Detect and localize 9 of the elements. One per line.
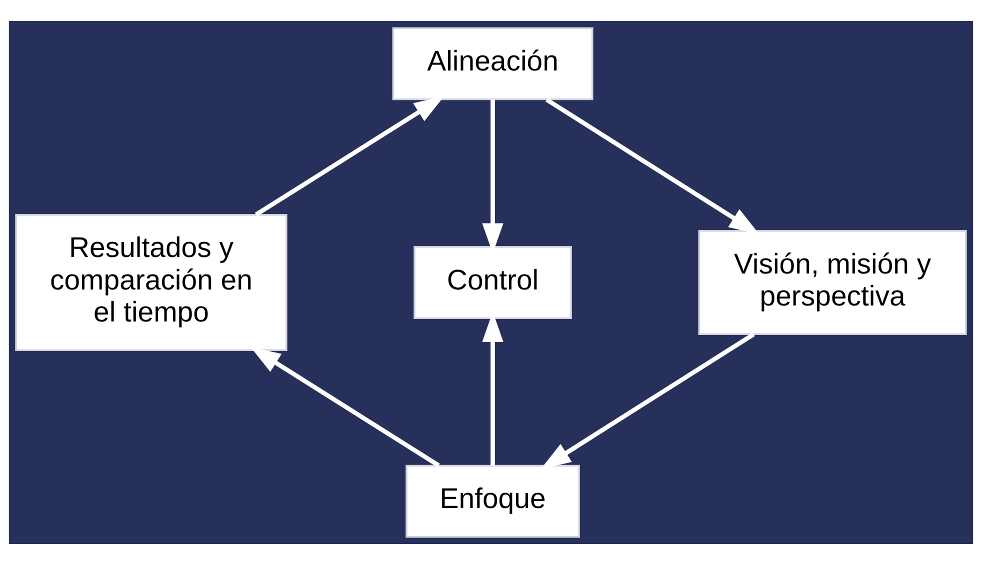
node-box: Alineación: [392, 26, 594, 100]
node-box: Resultados y comparación en el tiempo: [15, 214, 288, 350]
node-box: Control: [414, 246, 572, 318]
arrow: [250, 346, 440, 467]
node-box: Enfoque: [406, 464, 580, 538]
arrow: [254, 95, 444, 216]
arrow: [540, 332, 755, 469]
arrow: [545, 97, 760, 234]
node-box: Visión, misión y perspectiva: [698, 230, 967, 334]
